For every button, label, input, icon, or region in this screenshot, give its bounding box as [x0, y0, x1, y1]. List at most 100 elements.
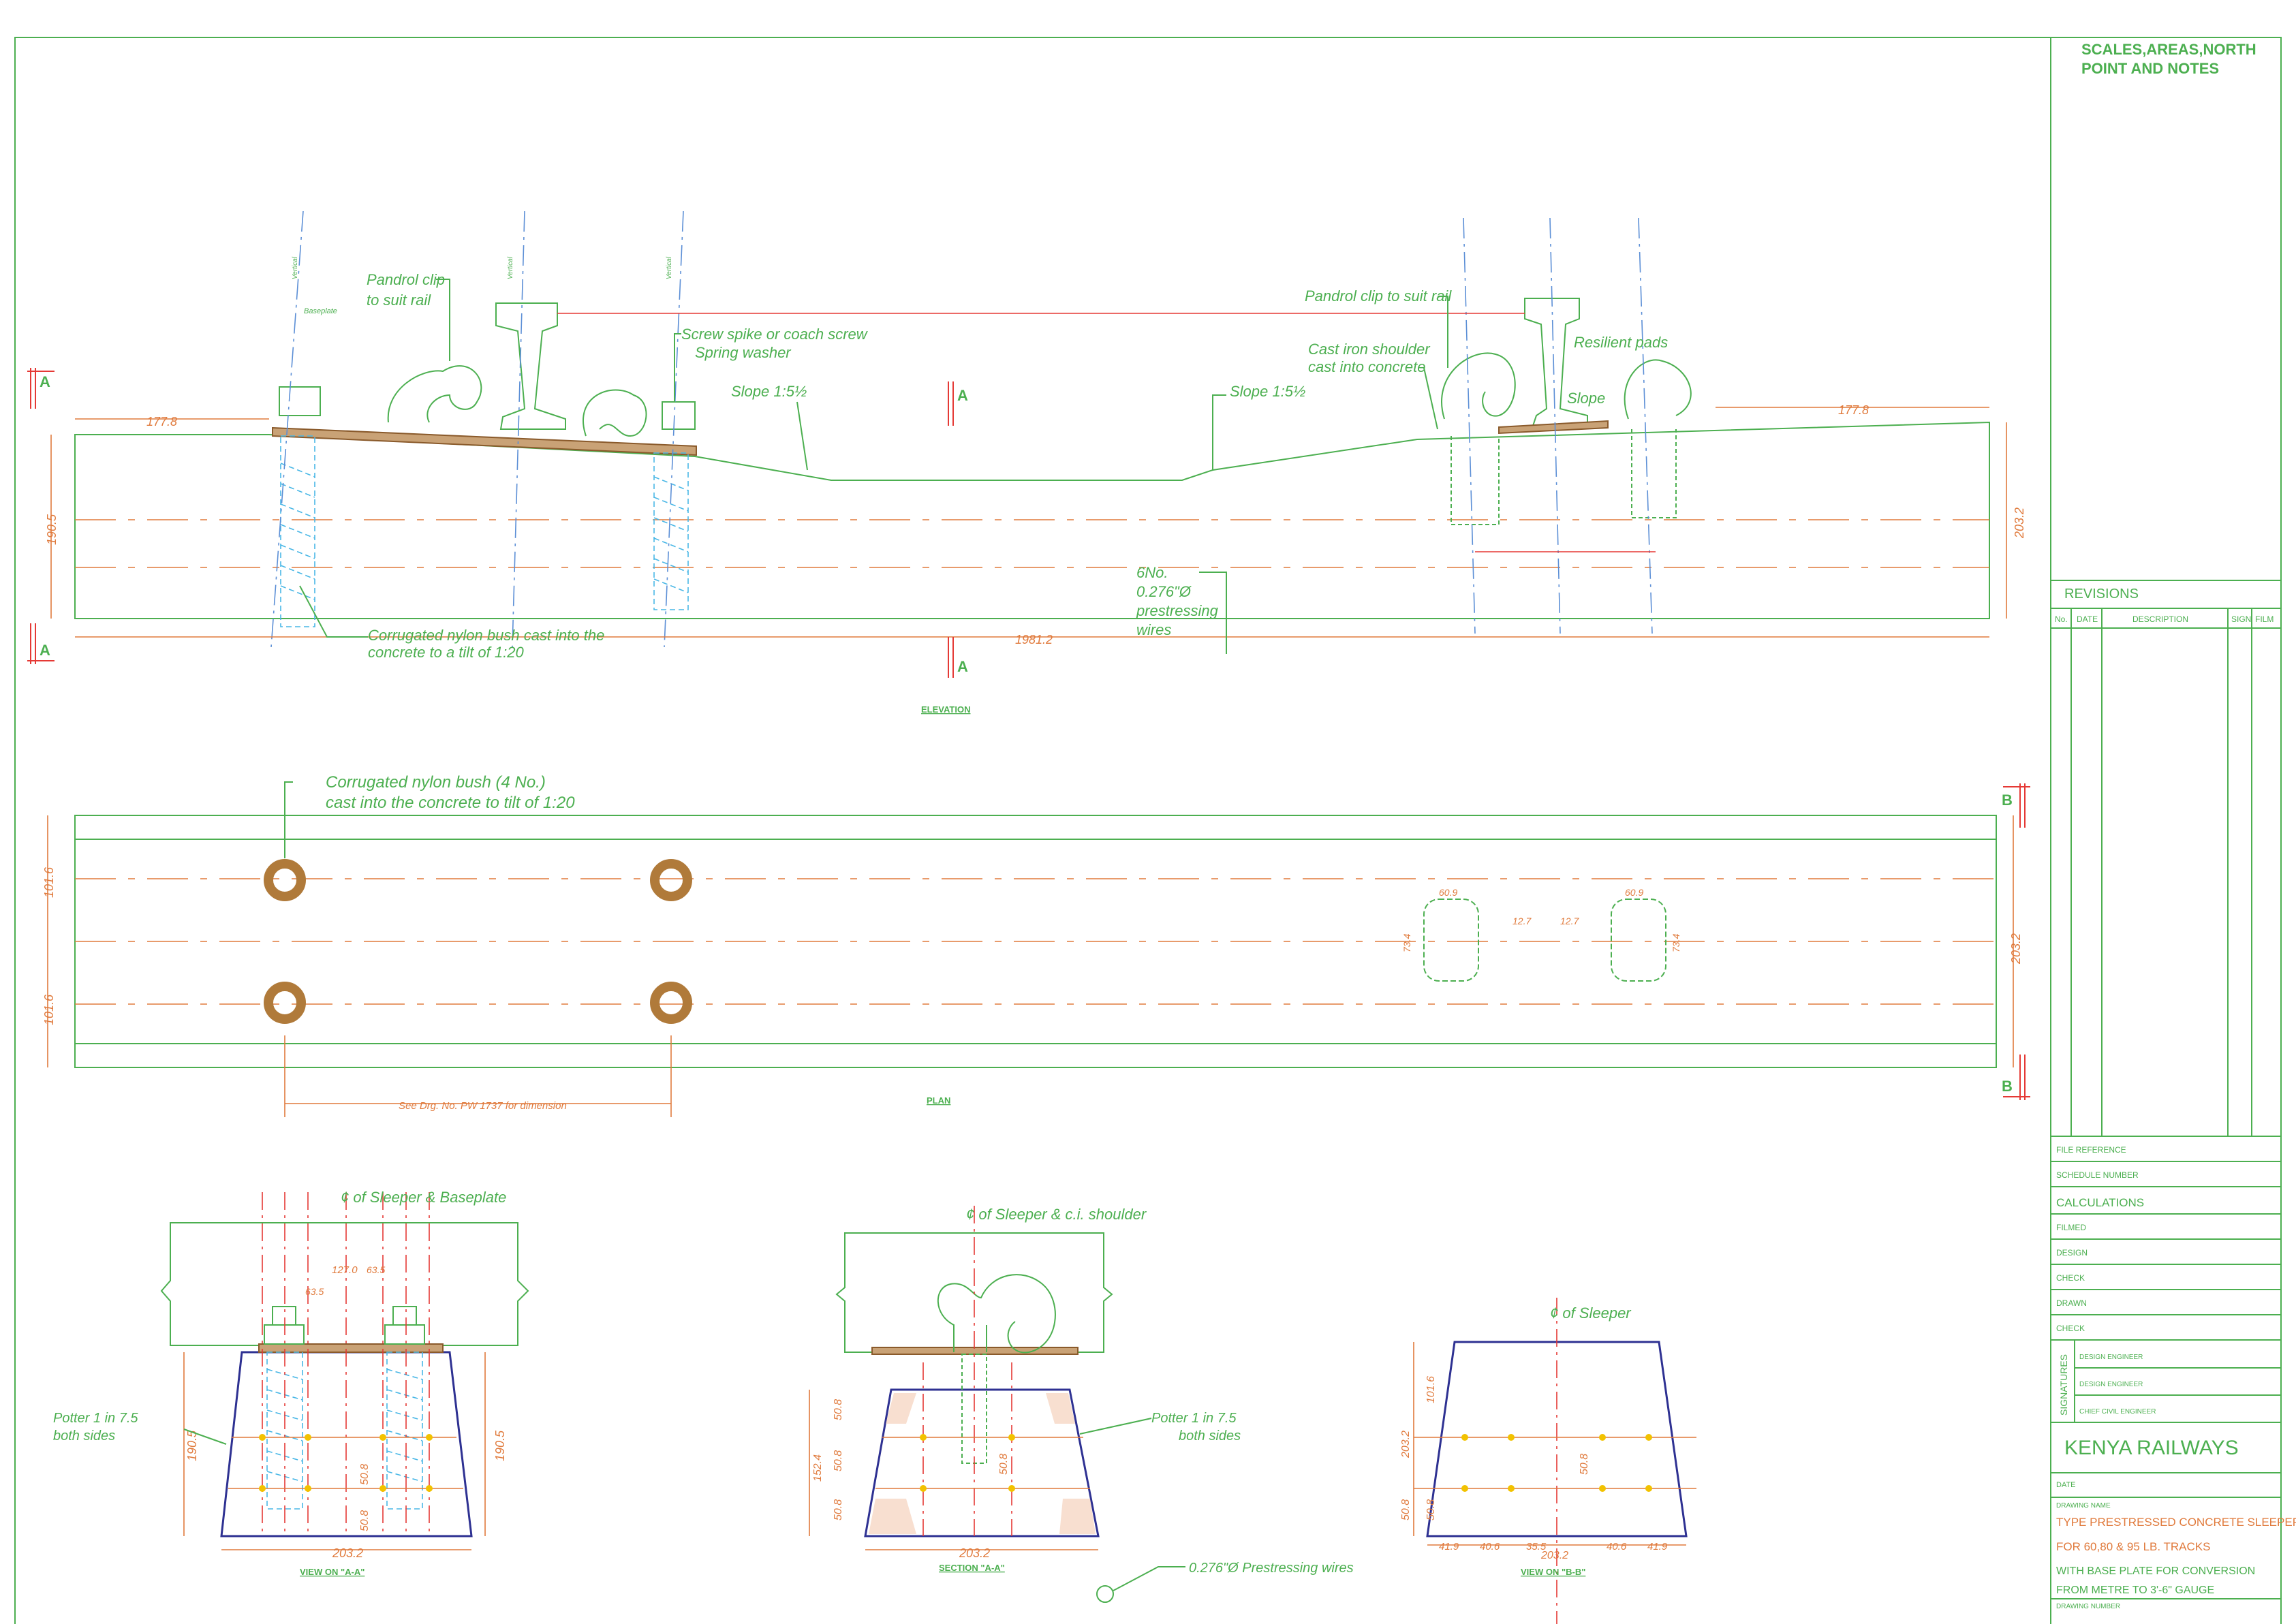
bb-dim-508b: 50.8 — [1425, 1499, 1437, 1520]
label-resilient-pads: Resilient pads — [1574, 334, 1668, 351]
drawing-name-label: DRAWING NAME — [2056, 1502, 2111, 1510]
nylon-bush-3 — [264, 982, 306, 1024]
bb-dim-top: 101.6 — [1425, 1376, 1437, 1403]
section-mark-a-bottom-mid: A — [948, 637, 968, 678]
centerline-6 — [1638, 217, 1653, 634]
dim-right-1778: 177.8 — [1838, 403, 1869, 417]
section-mark-a-top-mid: A — [948, 381, 968, 426]
plan-dim-609-a: 60.9 — [1439, 887, 1457, 898]
bb-dim-bottom: 203.2 — [1540, 1550, 1568, 1561]
drawing-title-2: FOR 60,80 & 95 LB. TRACKS — [2056, 1540, 2210, 1553]
hatch-tl — [886, 1393, 916, 1424]
aa-potter-1: Potter 1 in 7.5 — [53, 1411, 138, 1426]
label-baseplate: Baseplate — [304, 307, 337, 315]
section-letter: B — [2002, 1078, 2013, 1095]
revisions-title: REVISIONS — [2064, 587, 2139, 602]
ci-shoulder-section — [937, 1274, 1056, 1354]
dim-length: 1981.2 — [1015, 633, 1053, 646]
nylon-bush-1 — [264, 859, 306, 901]
sa-dim-508b: 50.8 — [833, 1450, 844, 1471]
sa-wires: 0.276"Ø Prestressing wires — [1189, 1561, 1354, 1576]
sleeper-section-sa — [864, 1388, 1100, 1537]
hatch-bl — [869, 1499, 916, 1534]
rail-profile-section — [835, 1232, 1113, 1353]
rev-col-no: No. — [2055, 614, 2068, 624]
shoulder-anchor-right — [1631, 429, 1677, 518]
plan-dim-609-b: 60.9 — [1625, 887, 1643, 898]
label-pandrol-left-2: to suit rail — [367, 292, 431, 309]
calculations: CALCULATIONS — [2056, 1196, 2144, 1209]
sleeper-elevation-outline — [74, 421, 1990, 619]
plan-see-drg: See Drg. No. PW 1737 for dimension — [399, 1100, 567, 1112]
bush-left-b — [653, 452, 689, 610]
filmed: FILMED — [2056, 1223, 2086, 1232]
plan-bush-label-2: cast into the concrete to tilt of 1:20 — [326, 794, 575, 812]
drawing-title-3: WITH BASE PLATE FOR CONVERSION — [2056, 1565, 2255, 1577]
shoulder-anchor-left — [1450, 436, 1500, 525]
shoulder-plan-right — [1611, 899, 1666, 982]
sig-row-3: CHIEF CIVIL ENGINEER — [2079, 1408, 2156, 1416]
screw-spike-head-left-b — [662, 401, 696, 430]
baseplate-aa — [258, 1343, 444, 1353]
sig-row-1: DESIGN ENGINEER — [2079, 1354, 2143, 1361]
bush-aa-right — [386, 1352, 423, 1510]
nylon-bush-2 — [650, 859, 692, 901]
label-cast-iron-2: cast into concrete — [1308, 358, 1425, 375]
nylon-bush-4 — [650, 982, 692, 1024]
aa-dim-508b: 50.8 — [359, 1510, 371, 1531]
section-letter: A — [40, 373, 50, 390]
aa-dim-bottom: 203.2 — [332, 1546, 363, 1560]
aa-dim-508: 50.8 — [359, 1464, 371, 1485]
rail-left — [495, 302, 566, 430]
sa-dim-bottom: 203.2 — [959, 1546, 990, 1560]
sa-dim-h: 152.4 — [812, 1454, 824, 1482]
resilient-pad-right — [1498, 420, 1609, 435]
label-screw-spike-2: Spring washer — [695, 344, 792, 361]
drawing-title-4: FROM METRE TO 3'-6" GAUGE — [2056, 1584, 2214, 1596]
view-aa-title: VIEW ON "A-A" — [300, 1567, 364, 1577]
elevation-title: ELEVATION — [921, 704, 970, 715]
plan-bush-label-1: Corrugated nylon bush (4 No.) — [326, 773, 546, 792]
plan-dim-734-a: 73.4 — [1401, 934, 1412, 952]
rev-col-date: DATE — [2077, 614, 2098, 624]
section-aa-title: SECTION "A-A" — [939, 1563, 1005, 1573]
label-screw-spike-1: Screw spike or coach screw — [681, 326, 869, 343]
bb-bottom-dim-2: 40.6 — [1480, 1541, 1500, 1552]
sig-row-2: DESIGN ENGINEER — [2079, 1381, 2143, 1388]
bb-bottom-dim-5: 41.9 — [1647, 1541, 1668, 1552]
elevation-view: 177.8 177.8 190.5 203.2 1981.2 Pandrol c… — [27, 210, 2026, 715]
rev-col-film: FILM — [2255, 614, 2274, 624]
sa-dim-508a: 50.8 — [833, 1399, 844, 1420]
plan-dim-12-a: 12.7 — [1512, 916, 1532, 926]
section-mark-b-top: B — [2002, 783, 2030, 828]
wire-symbol — [1096, 1585, 1114, 1603]
plan-dim-734-b: 73.4 — [1671, 934, 1681, 952]
dim-height-right: 203.2 — [2013, 507, 2026, 539]
sa-label: ¢ of Sleeper & c.i. shoulder — [966, 1206, 1147, 1223]
rail-profile-aa — [160, 1222, 529, 1346]
aa-dim-top-3: 63.5 — [367, 1264, 385, 1275]
label-slope-small: Slope — [1567, 390, 1605, 407]
drawing-number-label: DRAWING NUMBER — [2056, 1603, 2120, 1610]
screw-spike-head-left-a — [279, 386, 321, 416]
bb-bottom-dim-4: 40.6 — [1607, 1541, 1627, 1552]
drawing-title-1: TYPE PRESTRESSED CONCRETE SLEEPER — [2056, 1516, 2296, 1529]
section-letter: A — [957, 658, 968, 675]
file-reference: FILE REFERENCE — [2056, 1145, 2126, 1155]
label-vertical-1: Vertical — [292, 256, 299, 279]
check-1: CHECK — [2056, 1273, 2085, 1283]
label-vertical-3: Vertical — [666, 256, 673, 279]
label-prestress-1: 6No. — [1136, 564, 1168, 581]
rev-col-desc: DESCRIPTION — [2132, 614, 2188, 624]
date-label: DATE — [2056, 1481, 2076, 1489]
pandrol-clip-left-b — [583, 389, 647, 437]
check-2: CHECK — [2056, 1324, 2085, 1333]
section-letter: B — [2002, 792, 2013, 809]
shoulder-plan-left — [1423, 899, 1479, 982]
design: DESIGN — [2056, 1248, 2088, 1258]
bb-dim-h: 203.2 — [1400, 1431, 1412, 1458]
label-corrugated-2: concrete to a tilt of 1:20 — [368, 644, 524, 661]
view-bb-title: VIEW ON "B-B" — [1521, 1567, 1585, 1577]
label-prestress-4: wires — [1136, 621, 1171, 638]
